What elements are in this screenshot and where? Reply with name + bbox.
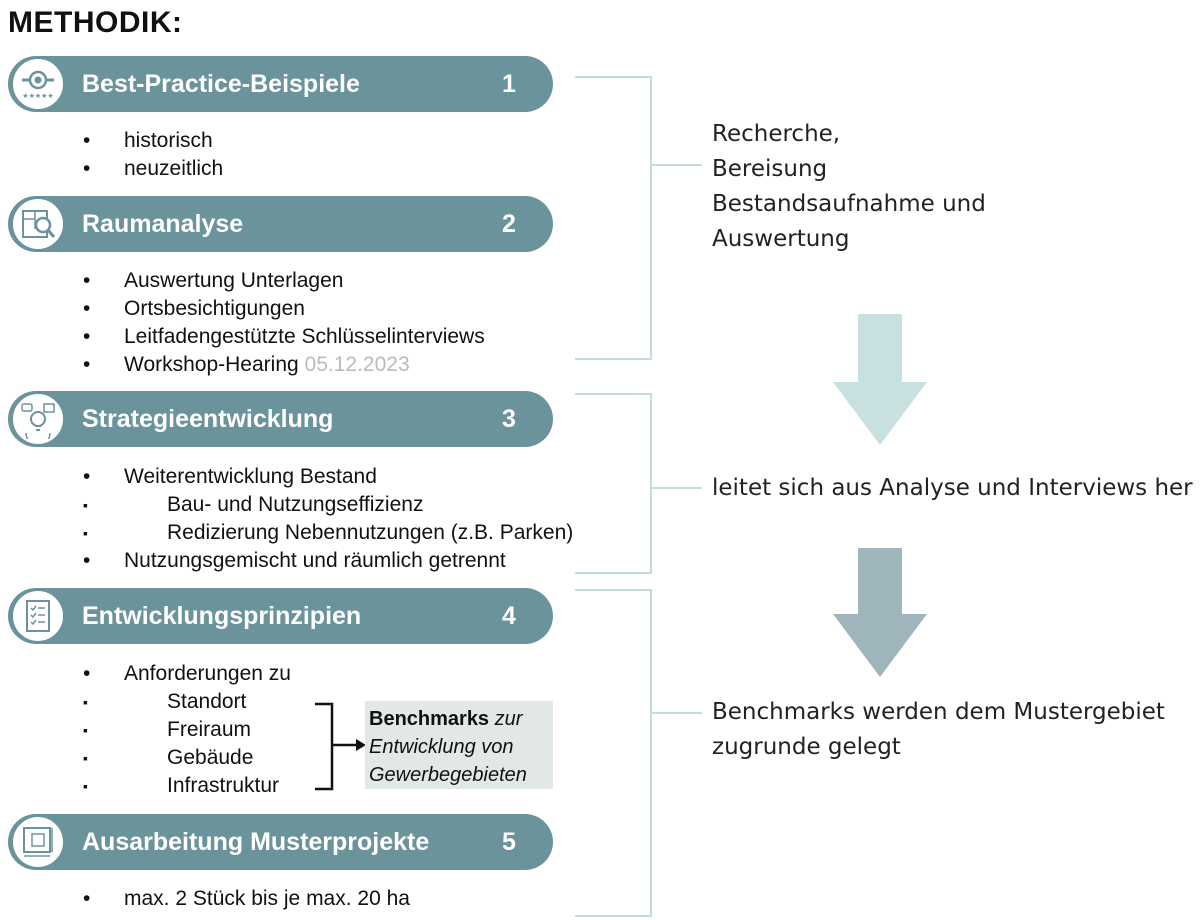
award-badge-icon: ★★★★★	[10, 56, 66, 112]
benchmark-bracket-arrow	[315, 702, 366, 791]
step-2-bar: Raumanalyse 2	[8, 196, 553, 252]
step-5-number: 5	[502, 828, 516, 856]
step-5-label: Ausarbeitung Musterprojekte	[82, 828, 430, 856]
blueprint-icon	[10, 814, 66, 870]
bracket-3-tick	[650, 712, 702, 714]
step-3-bar: Strategieentwicklung 3	[8, 391, 553, 447]
step-3-label: Strategieentwicklung	[82, 405, 334, 433]
step-2-number: 2	[502, 210, 516, 238]
step-4-number: 4	[502, 602, 516, 630]
note-research: Recherche, Bereisung Bestandsaufnahme un…	[712, 121, 986, 252]
workshop-date: 05.12.2023	[304, 353, 410, 376]
bracket-1-tick	[650, 164, 702, 166]
checklist-icon	[10, 588, 66, 644]
step-4-bar: Entwicklungsprinzipien 4	[8, 588, 553, 644]
note-benchmarks: Benchmarks werden dem Mustergebiet zugru…	[712, 699, 1165, 760]
note-strategy: leitet sich aus Analyse und Interviews h…	[712, 475, 1193, 501]
down-arrow-1	[833, 314, 927, 445]
benchmark-box: Benchmarks zur Entwicklung von Gewerbege…	[365, 701, 553, 789]
bracket-3	[575, 589, 652, 917]
page-title: METHODIK:	[8, 6, 183, 39]
step-1-bar: ★★★★★ Best-Practice-Beispiele 1	[8, 56, 553, 112]
step-3-number: 3	[502, 405, 516, 433]
bracket-2	[575, 393, 652, 574]
step-2-label: Raumanalyse	[82, 210, 244, 238]
bracket-1	[575, 76, 652, 360]
step-1-number: 1	[502, 70, 516, 98]
bracket-2-tick	[650, 487, 702, 489]
list-item-text: Workshop-Hearing	[124, 353, 299, 376]
idea-bulb-icon	[10, 391, 66, 447]
down-arrow-2	[833, 548, 927, 677]
step-4-label: Entwicklungsprinzipien	[82, 602, 362, 630]
svg-text:★★★★★: ★★★★★	[22, 92, 53, 100]
step-5-bar: Ausarbeitung Musterprojekte 5	[8, 814, 553, 870]
step-1-label: Best-Practice-Beispiele	[82, 70, 360, 98]
map-magnifier-icon	[10, 196, 66, 252]
